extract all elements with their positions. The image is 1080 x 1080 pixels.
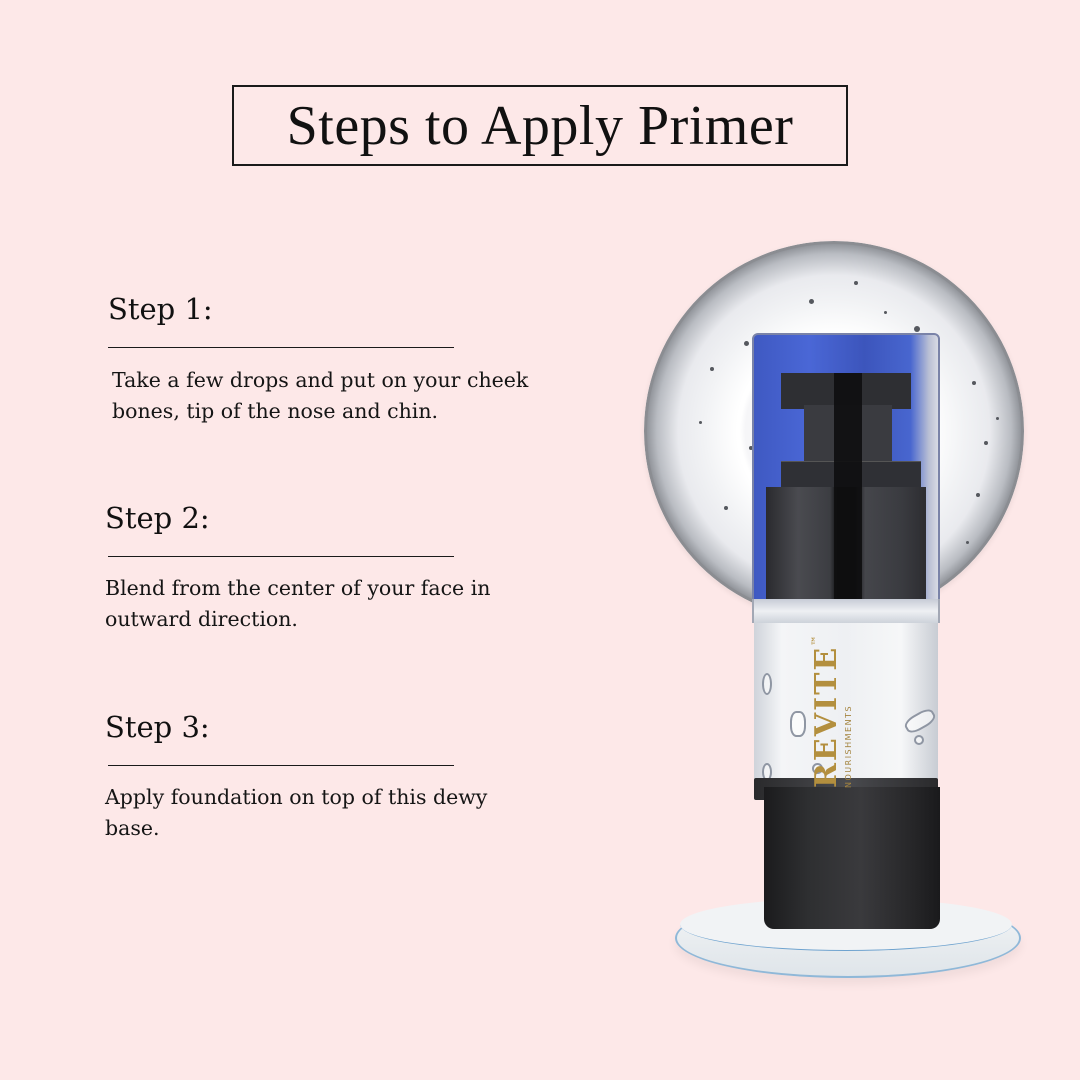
- gel-speck: [724, 506, 728, 510]
- gel-speck: [972, 381, 976, 385]
- bottle-base: [764, 787, 940, 929]
- page-title: Steps to Apply Primer: [286, 94, 794, 157]
- step-heading: Step 3:: [105, 710, 210, 744]
- gel-speck: [809, 299, 814, 304]
- bottle-cap: [752, 333, 940, 605]
- step-divider: [108, 347, 454, 348]
- gel-droplet: [790, 711, 806, 737]
- step-heading: Step 1:: [108, 292, 213, 326]
- gel-speck: [699, 421, 702, 424]
- gel-droplet: [762, 673, 772, 695]
- step-description: Take a few drops and put on your cheek b…: [112, 368, 529, 423]
- cap-rim: [752, 599, 940, 623]
- primer-bottle: REVITE™ NOURISHMENTS: [752, 333, 942, 929]
- gel-droplet: [812, 763, 823, 774]
- gel-droplet: [914, 735, 924, 745]
- gel-speck: [996, 417, 999, 420]
- title-box: Steps to Apply Primer: [232, 85, 848, 166]
- product-image: REVITE™ NOURISHMENTS: [640, 235, 1040, 985]
- gel-speck: [749, 446, 753, 450]
- gel-speck: [854, 281, 858, 285]
- bottle-clear-body: [754, 623, 938, 787]
- step-divider: [108, 765, 454, 766]
- step-divider: [108, 556, 454, 557]
- gel-speck: [966, 541, 969, 544]
- brand-tagline: NOURISHMENTS: [844, 704, 853, 788]
- brand-name-text: REVITE: [809, 645, 844, 788]
- step-heading: Step 2:: [105, 501, 210, 535]
- step-description: Apply foundation on top of this dewy bas…: [105, 785, 488, 840]
- gel-speck: [984, 441, 988, 445]
- step-description: Blend from the center of your face in ou…: [105, 576, 491, 631]
- gel-speck: [710, 367, 714, 371]
- pump-stem: [834, 373, 862, 603]
- gel-speck: [884, 311, 887, 314]
- trademark-symbol: ™: [811, 633, 822, 646]
- gel-droplet: [902, 706, 938, 736]
- gel-speck: [976, 493, 980, 497]
- brand-label: REVITE™ NOURISHMENTS: [809, 588, 853, 788]
- brand-name: REVITE™: [809, 588, 844, 788]
- gel-speck: [914, 326, 920, 332]
- gel-speck: [744, 341, 749, 346]
